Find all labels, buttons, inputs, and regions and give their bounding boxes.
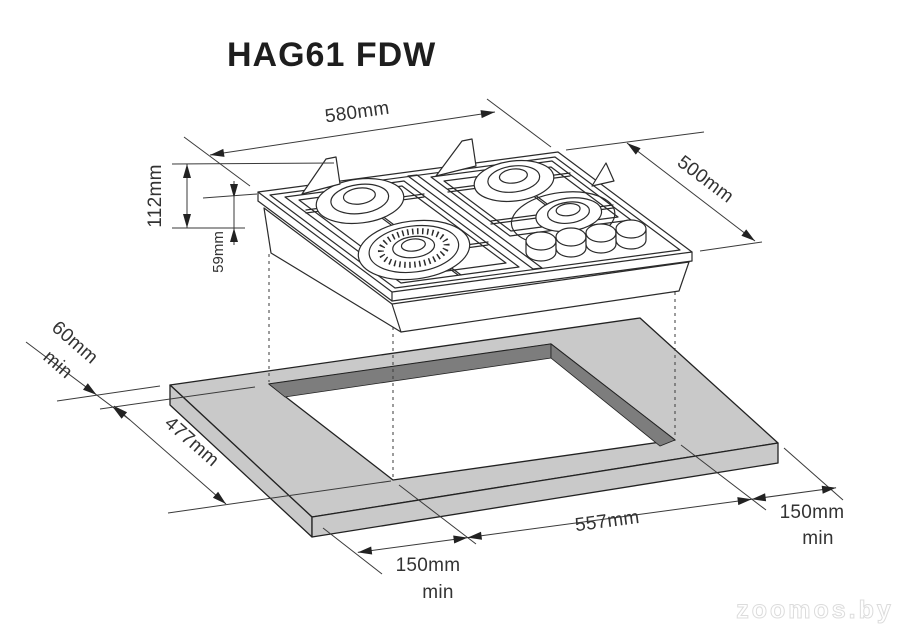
hob-body-corner-edge	[391, 303, 402, 333]
gas-hob-drawing	[257, 138, 693, 333]
control-knobs	[525, 219, 647, 262]
knob-1	[525, 231, 557, 262]
knob-2	[555, 227, 587, 258]
dim-label-height-under-top: 59mm	[210, 231, 227, 273]
worktop-front-face	[311, 442, 779, 538]
projection-lines	[268, 254, 676, 478]
burner-back-right	[473, 159, 555, 203]
watermark: zoomos.by	[736, 596, 894, 624]
dim-label-hob-depth: 500mm	[673, 152, 737, 208]
worktop	[169, 317, 779, 538]
cutout-wall-right	[550, 343, 676, 447]
dim-label-hob-width: 580mm	[324, 98, 391, 128]
hob-center-divider	[407, 174, 543, 270]
dim-label-cutout-width: 557mm	[574, 507, 641, 536]
burner-back-left	[315, 177, 405, 225]
burner-wok-front-left	[357, 219, 471, 281]
support-foot-left	[301, 156, 341, 195]
dim-label-right-clearance: 150mm	[780, 502, 845, 523]
support-foot-middle	[435, 138, 477, 177]
knob-4	[615, 219, 647, 250]
support-foot-right	[591, 162, 615, 187]
dimension-heights: 112mm 59mm	[145, 162, 335, 273]
dim-label-height-total: 112mm	[145, 164, 166, 227]
dim-label-front-clearance: 150mm	[396, 555, 461, 576]
knob-3	[585, 223, 617, 254]
dim-label-front-clearance-min: min	[422, 582, 454, 603]
page-title: HAG61 FDW	[227, 36, 436, 74]
dim-label-right-clearance-min: min	[802, 528, 834, 549]
